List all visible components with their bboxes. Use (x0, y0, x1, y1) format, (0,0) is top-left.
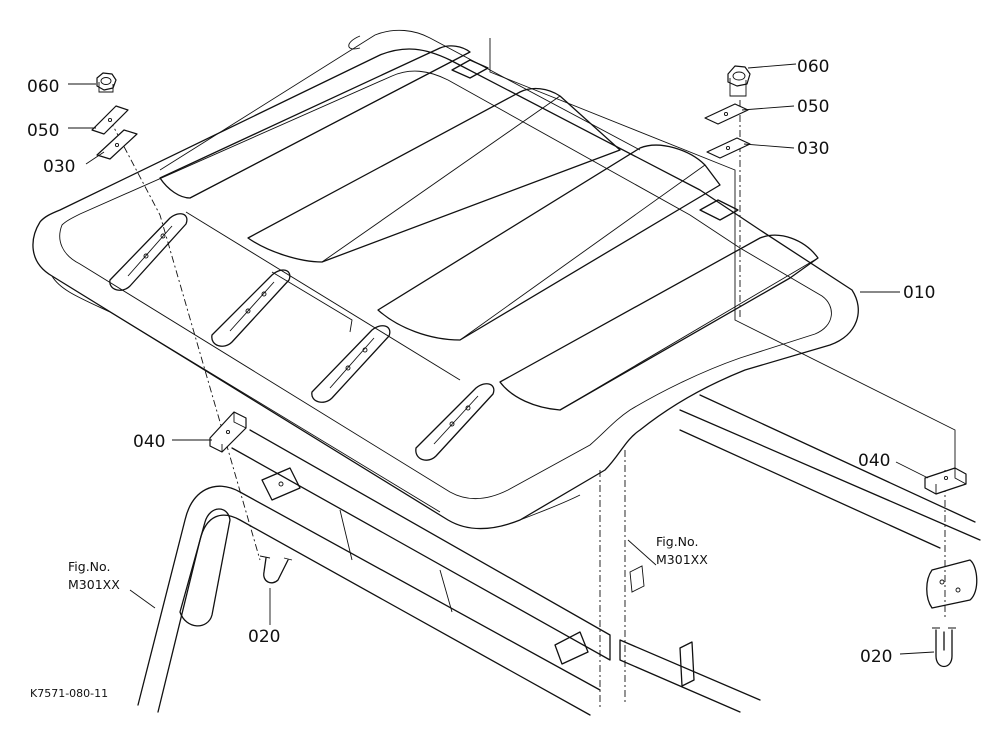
roof-rib-1 (159, 45, 471, 199)
roof-inner-rim (59, 70, 832, 499)
callout-030-left: 030 (43, 157, 75, 177)
roof-outer-rim (32, 48, 859, 530)
roof-groove-4 (415, 383, 495, 461)
callout-040-left: 040 (133, 432, 165, 452)
figure-ref-left-line1: Fig.No. (68, 559, 110, 574)
hardware-030-right (706, 137, 751, 159)
hardware-030-left (96, 129, 138, 160)
figure-ref-left-line2: M301XX (68, 577, 120, 592)
frame-bracket-right (926, 559, 978, 609)
callout-060-right: 060 (797, 57, 829, 77)
frame-right-beam (679, 394, 981, 549)
frame-left-tube-inner (157, 514, 591, 716)
frame-middle-beam (231, 429, 611, 661)
figure-ref-right: Fig.No. M301XX (656, 534, 708, 567)
assembly-lines (109, 38, 956, 620)
roof-rib-3 (377, 144, 721, 341)
frame-left-handle (179, 508, 231, 627)
hardware-060-left (96, 72, 117, 93)
callout-050-right: 050 (797, 97, 829, 117)
hardware-050-left (91, 105, 129, 135)
hardware-060-right (727, 65, 751, 97)
callout-060-left: 060 (27, 77, 59, 97)
roof-groove-3 (311, 325, 391, 403)
roof-rib-4 (499, 234, 819, 411)
callout-leaders (68, 63, 935, 655)
figure-ref-right-line2: M301XX (656, 552, 708, 567)
u-bolt-020-right (932, 627, 956, 668)
callout-040-right: 040 (858, 451, 890, 471)
callout-020-right: 020 (860, 647, 892, 667)
roof-groove-2 (211, 269, 291, 347)
figure-ref-right-line1: Fig.No. (656, 534, 698, 549)
figure-ref-left: Fig.No. M301XX (68, 559, 120, 592)
roof-rear-tab-right (699, 199, 739, 221)
callout-020-left: 020 (248, 627, 280, 647)
roof-rear-tab-left (451, 59, 489, 79)
frame-left-tube-outer (137, 485, 601, 706)
drawing-code: K7571-080-11 (30, 687, 108, 700)
callout-050-left: 050 (27, 121, 59, 141)
frame-bracket-left (261, 467, 301, 501)
roof-groove-1 (109, 213, 188, 291)
hardware-040-left (209, 411, 247, 453)
roof-rib-2 (247, 87, 621, 263)
callout-010: 010 (903, 283, 935, 303)
roof-front-lip (51, 275, 441, 513)
hardware-050-right (704, 103, 749, 125)
rops-frame (137, 394, 981, 716)
callout-030-right: 030 (797, 139, 829, 159)
u-bolt-020-left (259, 555, 293, 584)
